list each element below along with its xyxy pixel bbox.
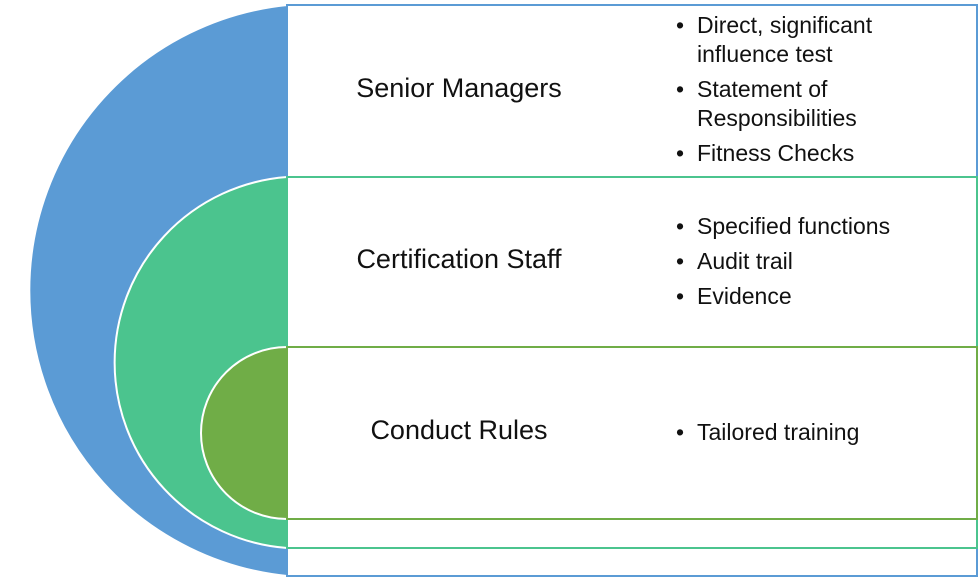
bullet-item: Direct, significant influence test	[676, 11, 906, 69]
bullet-item: Tailored training	[676, 418, 956, 447]
senior-managers-label: Senior Managers	[356, 73, 562, 103]
bullet-item: Fitness Checks	[676, 139, 906, 168]
certification-staff-bullets: Specified functions Audit trail Evidence	[676, 212, 956, 317]
certification-staff-label: Certification Staff	[356, 244, 562, 274]
bullet-item: Evidence	[676, 282, 956, 311]
conduct-rules-bullets: Tailored training	[676, 418, 956, 453]
senior-managers-bullets: Direct, significant influence test State…	[676, 11, 906, 174]
conduct-rules-label: Conduct Rules	[370, 415, 548, 445]
bullet-item: Specified functions	[676, 212, 956, 241]
conduct-rules-arc	[200, 345, 288, 521]
bullet-item: Statement of Responsibilities	[676, 75, 906, 133]
bullet-item: Audit trail	[676, 247, 956, 276]
